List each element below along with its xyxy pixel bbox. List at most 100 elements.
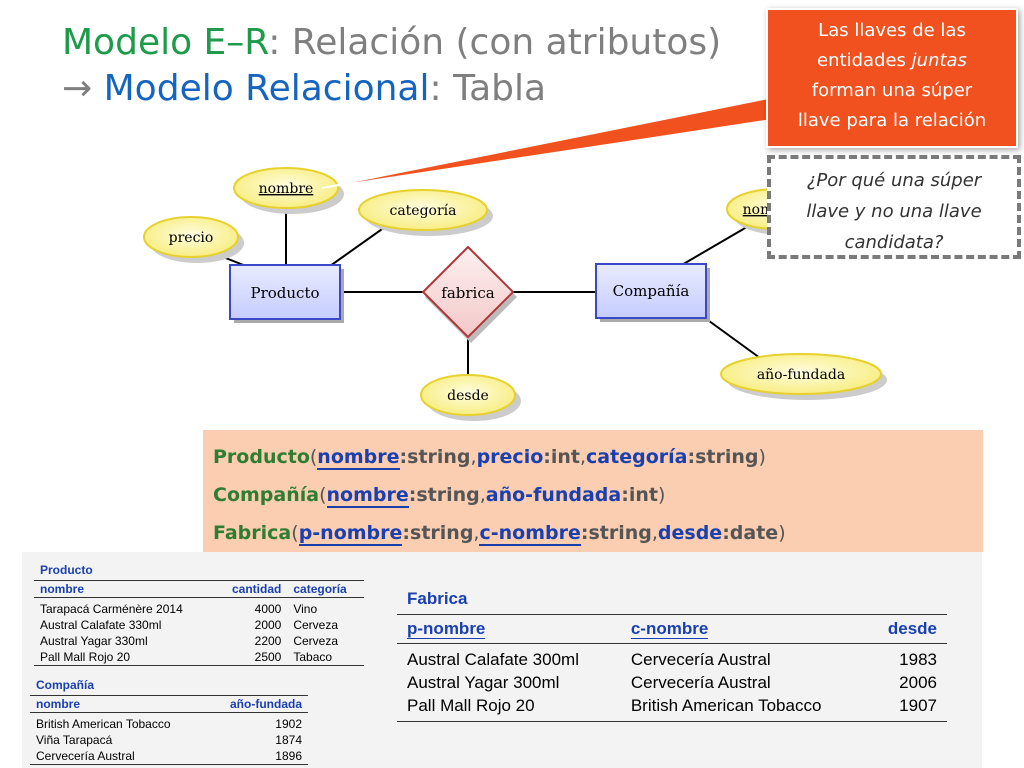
title-line-1: Modelo E–R: Relación (con atributos)	[62, 22, 722, 63]
table-cell: Tabaco	[287, 649, 364, 666]
attribute-desde: desde	[420, 374, 521, 421]
question-box: ¿Por qué una súper llave y no una llave …	[767, 155, 1021, 259]
schema-attribute-type: :int	[543, 446, 580, 468]
producto-table: Producto nombre cantidad categoría Tarap…	[34, 560, 364, 666]
table-row: Pall Mall Rojo 20 2500 Tabaco	[34, 649, 364, 666]
table-cell: 4000	[254, 602, 282, 616]
callout-line-2: entidades juntas	[817, 50, 967, 71]
table-row: Austral Calafate 330ml 2000 Cerveza	[34, 617, 364, 633]
callout-line-3: forman una súper	[811, 80, 973, 101]
callout-box: Las llaves de las entidades juntas forma…	[766, 8, 1018, 148]
compania-table: Compañía nombre año-fundada British Amer…	[30, 675, 308, 765]
producto-table-title: Producto	[40, 563, 93, 577]
schema-attribute-type: :string	[408, 484, 480, 506]
attribute-ano-fundada: año-fundada	[720, 353, 887, 400]
svg-text:año-fundada: año-fundada	[757, 367, 845, 383]
attribute-precio: precio	[143, 216, 244, 263]
table-cell: 2006	[899, 673, 937, 692]
callout-line-4: llave para la relación	[797, 110, 987, 131]
svg-text:nombre: nombre	[259, 181, 314, 197]
schema-attribute-type: :string	[687, 446, 759, 468]
entity-compania: Compañía	[595, 263, 710, 322]
svg-text:desde: desde	[447, 388, 489, 404]
table-cell: Cervecería Austral	[630, 650, 771, 669]
schema-attribute: precio	[476, 446, 544, 468]
table-cell: British American Tobacco	[36, 717, 171, 731]
schema-key-attribute: c-nombre	[479, 522, 581, 546]
schema-line: Fabrica(p-nombre:string,c-nombre:string,…	[213, 522, 786, 546]
table-cell: Austral Yagar 330ml	[40, 634, 148, 648]
table-cell: Viña Tarapacá	[36, 733, 113, 747]
table-cell: Pall Mall Rojo 20	[34, 649, 216, 666]
table-cell: 2000	[254, 618, 282, 632]
schema-key-attribute: p-nombre	[298, 522, 403, 546]
table-cell: 2500	[215, 649, 288, 666]
schema-attribute-type: :string	[402, 522, 474, 544]
fabrica-table-title: Fabrica	[407, 589, 468, 608]
svg-text:precio: precio	[169, 230, 214, 246]
schema-line: Compañía(nombre:string,año-fundada:int)	[213, 484, 666, 508]
table-cell: Cerveza	[293, 618, 339, 632]
svg-text:categoría: categoría	[389, 203, 456, 219]
table-cell: 1907	[866, 694, 947, 722]
schema-attribute: desde	[657, 522, 723, 544]
callout-line-1: Las llaves de las	[818, 20, 966, 41]
schema-attribute: año-fundada	[485, 484, 622, 506]
attribute-categoria: categoría	[358, 189, 493, 236]
schema-attribute-type: :string	[580, 522, 652, 544]
producto-col-nombre: nombre	[34, 580, 216, 598]
schema-attribute-type: :date	[722, 522, 779, 544]
schema-attribute-type: :int	[621, 484, 658, 506]
table-cell: Pall Mall Rojo 20	[397, 694, 621, 722]
table-cell: 1983	[899, 650, 937, 669]
relational-schema: Producto(nombre:string,precio:int,catego…	[203, 430, 983, 552]
table-cell: 2200	[254, 634, 282, 648]
fabrica-col-p-nombre: p-nombre	[397, 614, 621, 644]
compania-col-ano-fundada: año-fundada	[206, 695, 308, 713]
question-line-1: ¿Por qué una súper	[806, 170, 982, 191]
question-line-3: candidata?	[844, 232, 944, 253]
table-row: British American Tobacco 1902	[30, 713, 308, 733]
table-cell: Austral Calafate 300ml	[407, 650, 579, 669]
schema-relation-name: Producto	[213, 446, 310, 468]
schema-relation-name: Fabrica	[213, 522, 292, 544]
table-cell: 1896	[206, 748, 308, 765]
schema-key-attribute: nombre	[326, 484, 409, 508]
table-row: Viña Tarapacá 1874	[30, 732, 308, 748]
compania-table-title: Compañía	[36, 678, 95, 692]
table-cell: 1874	[275, 733, 302, 747]
table-cell: 1902	[275, 717, 302, 731]
fabrica-col-c-nombre: c-nombre	[620, 614, 867, 644]
question-line-2: llave y no una llave	[806, 201, 982, 222]
compania-col-nombre: nombre	[30, 695, 207, 713]
table-cell: Austral Yagar 300ml	[407, 673, 560, 692]
table-row: Austral Calafate 300ml Cervecería Austra…	[397, 644, 947, 672]
relationship-fabrica: fabrica	[421, 245, 517, 343]
attribute-nombre: nombre	[233, 167, 344, 214]
table-cell: Tarapacá Carménère 2014	[40, 602, 183, 616]
entity-producto: Producto	[229, 264, 344, 323]
schema-attribute-type: :string	[399, 446, 471, 468]
table-row: Cervecería Austral 1896	[30, 748, 308, 765]
producto-col-categoria: categoría	[287, 580, 364, 598]
producto-col-cantidad: cantidad	[215, 580, 288, 598]
table-cell: Cervecería Austral	[630, 673, 771, 692]
schema-relation-name: Compañía	[213, 484, 320, 506]
fabrica-col-desde: desde	[866, 614, 947, 644]
schema-attribute: categoría	[586, 446, 688, 468]
table-row: Austral Yagar 300ml Cervecería Austral 2…	[397, 671, 947, 694]
schema-line: Producto(nombre:string,precio:int,catego…	[213, 446, 766, 470]
table-cell: Cerveza	[293, 634, 339, 648]
table-row: Tarapacá Carménère 2014 4000 Vino	[34, 598, 364, 618]
table-cell: Vino	[293, 602, 318, 616]
table-cell: Austral Calafate 330ml	[40, 618, 162, 632]
schema-key-attribute: nombre	[317, 446, 400, 470]
fabrica-table: Fabrica p-nombre c-nombre desde Austral …	[397, 585, 947, 722]
table-row: Pall Mall Rojo 20 British American Tobac…	[397, 694, 947, 722]
svg-text:Compañía: Compañía	[613, 282, 690, 300]
table-cell: Cervecería Austral	[30, 748, 207, 765]
table-row: Austral Yagar 330ml 2200 Cerveza	[34, 633, 364, 649]
table-cell: British American Tobacco	[620, 694, 867, 722]
svg-text:fabrica: fabrica	[441, 284, 494, 302]
